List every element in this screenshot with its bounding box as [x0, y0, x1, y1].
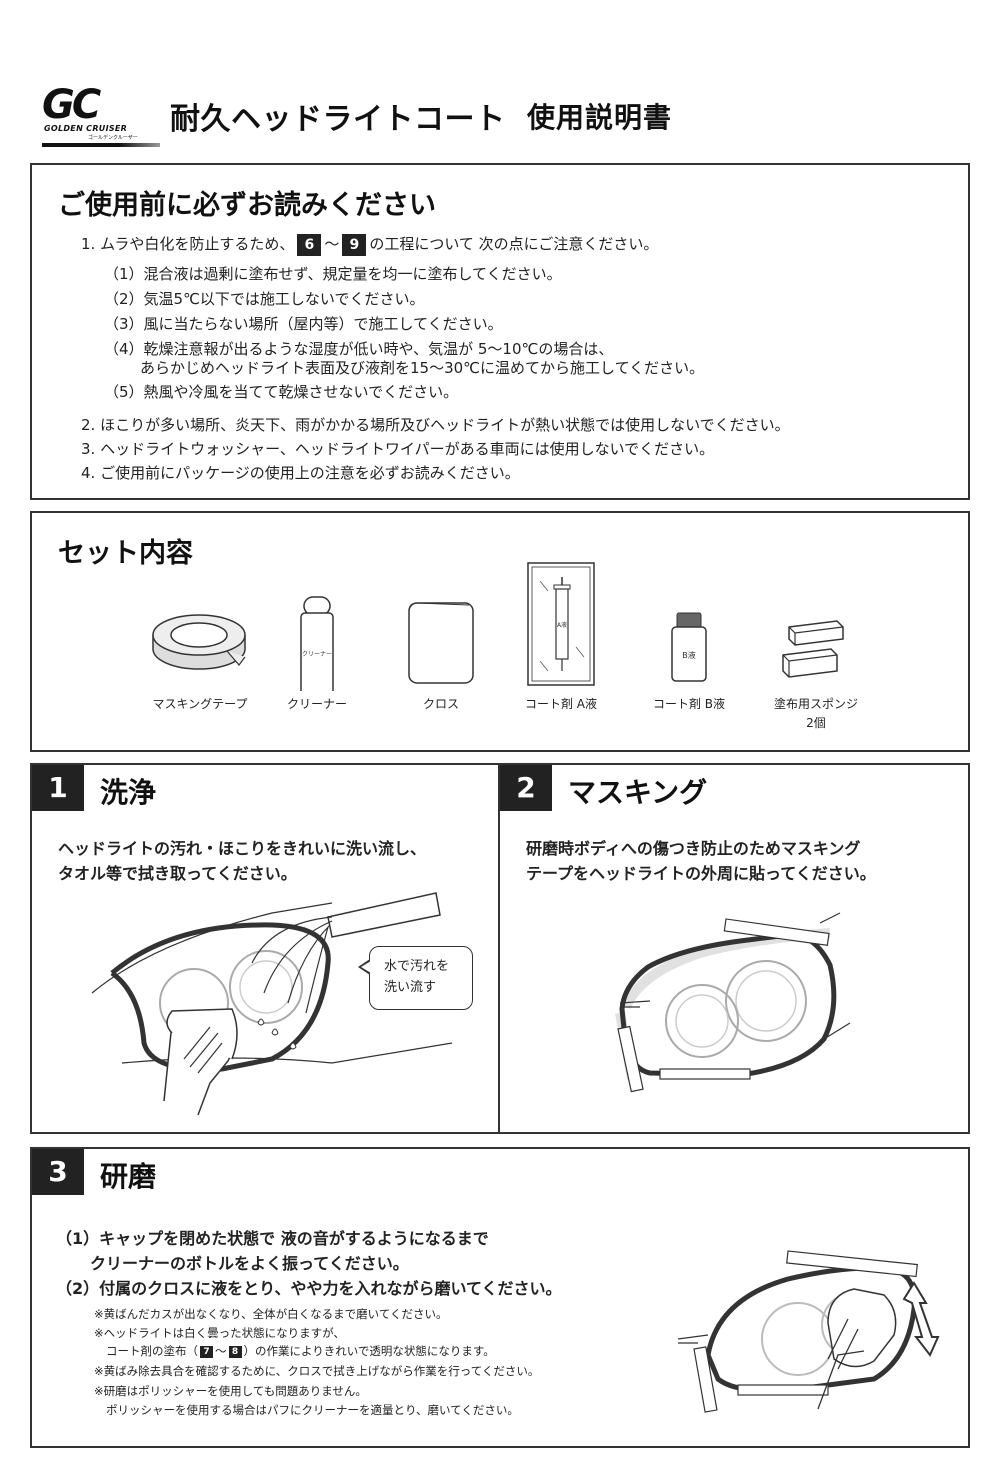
- warning-item-1-suffix: の工程について 次の点にご注意ください。: [369, 235, 659, 253]
- step-3-note-4: ※黄ばみ除去具合を確認するために、クロスで拭き上げながら作業を行ってください。: [94, 1364, 540, 1378]
- step-1-number: 1: [32, 765, 84, 811]
- set-item-label: コート剤 A液: [524, 697, 598, 711]
- set-item-label: 塗布用スポンジ 2個: [751, 695, 881, 733]
- speech-bubble: 水で汚れを 洗い流す: [358, 946, 473, 1010]
- set-item-label: クロス: [422, 697, 459, 711]
- warning-item-1-text: 1. ムラや白化を防止するため、: [81, 235, 295, 253]
- step-2-text-line-2: テープをヘッドライトの外周に貼ってください。: [526, 864, 876, 883]
- polishing-illustration: [678, 1250, 940, 1413]
- step-3-title: 研磨: [100, 1160, 157, 1193]
- logo-brand: GOLDEN CRUISER: [44, 124, 128, 133]
- set-item-label: クリーナー: [286, 697, 347, 711]
- warning-sub-5: （5）熱風や冷風を当てて乾燥させないでください。: [104, 383, 459, 401]
- warning-item-2: 2. ほこりが多い場所、炎天下、雨がかかる場所及びヘッドライトが熱い状態では使用…: [81, 416, 790, 434]
- document-subtitle: 使用説明書: [527, 101, 673, 134]
- warning-sub-3: （3）風に当たらない場所（屋内等）で施工してください。: [104, 315, 503, 333]
- step-2-section: 2 マスキング 研磨時ボディへの傷つき防止のためマスキング テープをヘッドライト…: [500, 763, 970, 1134]
- logo-brand-sub: ゴールデンクルーザー: [88, 135, 138, 141]
- logo-bar: [42, 143, 160, 147]
- step-3-note-1: ※黄ばんだカスが出なくなり、全体が白くなるまで磨いてください。: [94, 1307, 448, 1321]
- bubble-line-2: 洗い流す: [384, 980, 437, 995]
- sponge-label: 塗布用スポンジ: [773, 697, 858, 711]
- step-2-title: マスキング: [568, 776, 708, 809]
- set-item-coat-b: B液 コート剤 B液: [624, 561, 754, 741]
- set-item-label: コート剤 B液: [652, 697, 726, 711]
- set-item-cleaner: クリーナー クリーナー: [252, 561, 382, 741]
- step-3-note-2: ※ヘッドライトは白く曇った状態になりますが、: [94, 1326, 345, 1340]
- step-1-section: 1 洗浄 ヘッドライトの汚れ・ほこりをきれいに洗い流し、 タオル等で拭き取ってく…: [30, 763, 500, 1134]
- document-title: 耐久ヘッドライトコート: [170, 102, 506, 137]
- range-tilde: ～: [324, 235, 340, 253]
- set-contents-section: セット内容 マスキングテープ クリーナー クリーナー クロス: [30, 511, 970, 752]
- sponge-count: 2個: [806, 716, 826, 730]
- step-badge-6: 6: [297, 233, 322, 256]
- masking-tape-icon: [152, 614, 246, 670]
- cleaner-bottle-icon: クリーナー: [300, 596, 334, 691]
- step-badge-8: 8: [228, 1345, 242, 1358]
- step-1-title: 洗浄: [100, 776, 157, 809]
- step-2-number: 2: [500, 765, 552, 811]
- cleaner-bottle-label: クリーナー: [302, 651, 332, 658]
- step-3-number: 3: [32, 1149, 84, 1195]
- note-3-tilde: ～: [215, 1344, 227, 1358]
- note-3-prefix: コート剤の塗布（: [106, 1344, 198, 1358]
- coat-a-syringe-pack-icon: A液: [527, 562, 595, 686]
- step-3-text-line-3: （2）付属のクロスに液をとり、やや力を入れながら磨いてください。: [56, 1279, 562, 1298]
- step-1-text-line-1: ヘッドライトの汚れ・ほこりをきれいに洗い流し、: [58, 839, 427, 858]
- step-badge-7: 7: [200, 1345, 213, 1358]
- warning-sub-4-cont: あらかじめヘッドライト表面及び液剤を15～30℃に温めてから施工してください。: [140, 359, 705, 377]
- set-item-sponge: 塗布用スポンジ 2個: [751, 561, 881, 741]
- washing-illustration: [91, 892, 453, 1116]
- step-1-text-line-2: タオル等で拭き取ってください。: [58, 864, 297, 883]
- golden-cruiser-logo: GC GOLDEN CRUISER ゴールデンクルーザー: [42, 82, 160, 148]
- header: GC GOLDEN CRUISER ゴールデンクルーザー 耐久ヘッドライトコート…: [40, 80, 960, 150]
- masking-illustration: [615, 912, 851, 1093]
- coat-b-bottle-icon: B液: [671, 612, 707, 682]
- step-badge-9: 9: [342, 233, 367, 256]
- set-item-label: マスキングテープ: [152, 697, 248, 711]
- step-2-text-line-1: 研磨時ボディへの傷つき防止のためマスキング: [526, 839, 861, 858]
- warning-title: ご使用前に必ずお読みください: [58, 190, 436, 221]
- step-3-text-line-2: クリーナーのボトルをよく振ってください。: [90, 1254, 409, 1273]
- warning-item-4: 4. ご使用前にパッケージの使用上の注意を必ずお読みください。: [81, 464, 520, 482]
- step-3-section: 3 研磨 （1）キャップを閉めた状態で 液の音がするようになるまで クリーナーの…: [30, 1147, 970, 1448]
- step-3-note-5: ※研磨はポリッシャーを使用しても問題ありません。: [94, 1384, 367, 1398]
- step-3-note-3: コート剤の塗布（7～8）の作業によりきれいで透明な状態になります。: [106, 1343, 495, 1359]
- warning-sub-1: （1）混合液は過剰に塗布せず、規定量を均一に塗布してください。: [104, 265, 562, 283]
- logo-mark: GC: [42, 82, 101, 128]
- step-3-text-line-1: （1）キャップを閉めた状態で 液の音がするようになるまで: [56, 1229, 489, 1248]
- warning-sub-4: （4）乾燥注意報が出るような湿度が低い時や、気温が 5～10℃の場合は、: [104, 340, 614, 358]
- set-item-coat-a: A液 コート剤 A液: [496, 561, 626, 741]
- bubble-line-1: 水で汚れを: [384, 959, 450, 974]
- warning-item-3: 3. ヘッドライトウォッシャー、ヘッドライトワイパーがある車両には使用しないでく…: [81, 440, 715, 458]
- coat-a-label: A液: [557, 621, 567, 629]
- step-3-note-6: ポリッシャーを使用する場合はパフにクリーナーを適量とり、磨いてください。: [106, 1403, 519, 1417]
- warning-sub-2: （2）気温5℃以下では施工しないでください。: [104, 290, 425, 308]
- set-item-cloth: クロス: [376, 561, 506, 741]
- cloth-icon: [408, 602, 474, 684]
- coat-b-label: B液: [682, 650, 696, 660]
- set-contents-title: セット内容: [58, 538, 193, 569]
- note-3-suffix: ）の作業によりきれいで透明な状態になります。: [243, 1344, 495, 1358]
- sponge-icon: [782, 620, 844, 678]
- set-item-masking-tape: マスキングテープ: [135, 561, 265, 741]
